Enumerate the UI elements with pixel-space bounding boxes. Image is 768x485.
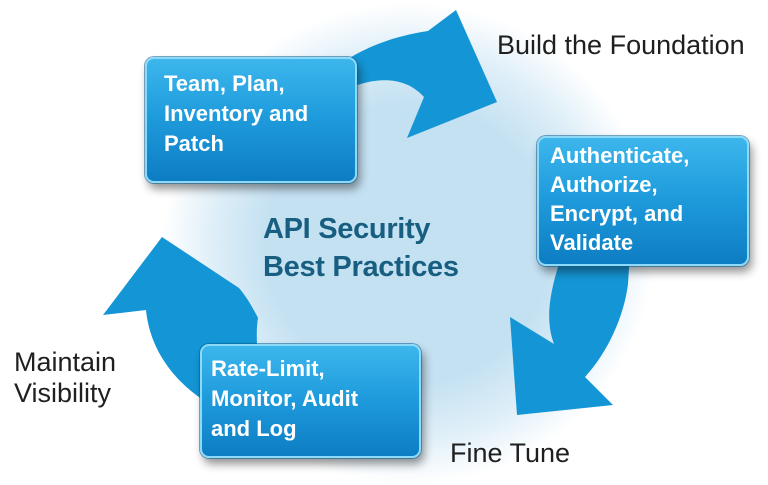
arrow-top-clockwise-icon xyxy=(292,10,497,145)
step-box-line: Rate-Limit, xyxy=(211,356,325,381)
diagram-title: API Security Best Practices xyxy=(263,210,459,286)
step-box-line: Validate xyxy=(550,230,634,255)
label-fine-tune: Fine Tune xyxy=(450,438,571,468)
step-box-line: Monitor, Audit xyxy=(211,386,359,411)
step-box-line: Encrypt, and xyxy=(550,201,684,226)
label-maintain-visibility: Maintain Visibility xyxy=(14,347,116,409)
step-box-line: Authorize, xyxy=(550,172,658,197)
diagram-title-line-2: Best Practices xyxy=(263,251,459,283)
step-box-line: Patch xyxy=(164,131,224,156)
step-box-authenticate-authorize-encrypt-validate: Authenticate, Authorize, Encrypt, and Va… xyxy=(537,136,749,266)
diagram-title-line-1: API Security xyxy=(263,213,431,245)
label-maintain-visibility-line-1: Maintain xyxy=(14,347,117,377)
step-box-line: Inventory and xyxy=(164,101,309,126)
label-build-the-foundation: Build the Foundation xyxy=(497,30,745,60)
arrow-right-downward-icon xyxy=(510,252,630,415)
step-box-line: Authenticate, xyxy=(550,143,690,168)
step-box-rate-limit-monitor-audit-log: Rate-Limit, Monitor, Audit and Log xyxy=(200,344,421,458)
step-box-team-plan-inventory-patch: Team, Plan, Inventory and Patch xyxy=(145,57,357,183)
label-maintain-visibility-line-2: Visibility xyxy=(14,378,112,408)
step-box-line: and Log xyxy=(211,416,297,441)
step-box-line: Team, Plan, xyxy=(164,71,285,96)
